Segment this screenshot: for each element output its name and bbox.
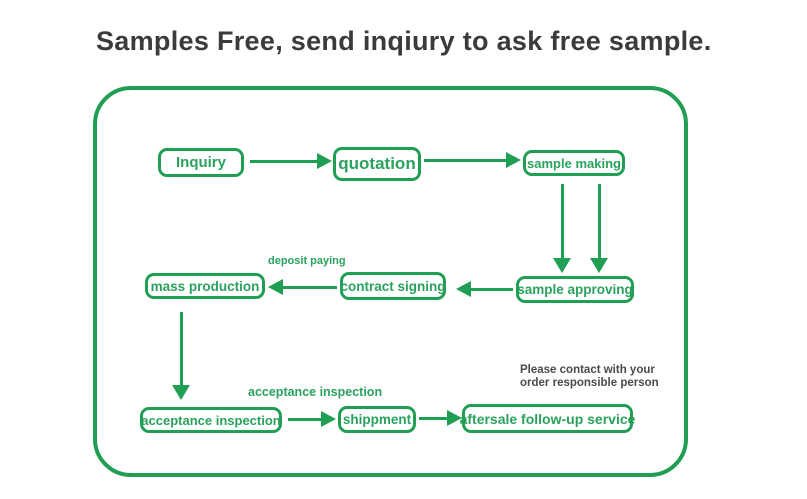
arrow-sample-making-to-approving-2 bbox=[590, 184, 608, 273]
edge-label-acceptance-inspection: acceptance inspection bbox=[248, 385, 383, 399]
contact-note-line1: Please contact with your bbox=[520, 364, 655, 376]
arrow-sample-making-to-approving-1 bbox=[553, 184, 571, 273]
flow-box-sample-approving: sample approving bbox=[516, 276, 634, 303]
flow-box-aftersale-service: aftersale follow-up service bbox=[460, 404, 635, 433]
flow-box-acceptance-inspection: acceptance inspection bbox=[140, 407, 282, 433]
flow-box-sample-making: sample making bbox=[523, 150, 625, 176]
flow-box-contract-signing: contract signing bbox=[340, 272, 446, 300]
arrow-mass-production-to-inspection bbox=[172, 312, 190, 400]
edge-label-deposit-paying: deposit paying bbox=[268, 255, 346, 267]
contact-note-line2: order responsible person bbox=[520, 377, 659, 389]
flow-box-quotation: quotation bbox=[333, 147, 421, 181]
contact-note: Please contact with your order responsib… bbox=[520, 364, 659, 390]
flow-box-mass-production: mass production bbox=[145, 273, 265, 299]
arrow-shippment-to-aftersale bbox=[419, 410, 462, 426]
arrow-inspection-to-shippment bbox=[288, 411, 336, 427]
page-title: Samples Free, send inqiury to ask free s… bbox=[96, 26, 712, 56]
arrow-quotation-to-sample-making bbox=[424, 152, 521, 168]
flow-box-inquiry: Inquiry bbox=[158, 148, 244, 177]
arrow-inquiry-to-quotation bbox=[250, 153, 332, 169]
flow-box-shippment: shippment bbox=[338, 406, 416, 433]
arrow-contract-to-mass-production bbox=[268, 279, 337, 295]
arrow-approving-to-contract bbox=[456, 281, 513, 297]
